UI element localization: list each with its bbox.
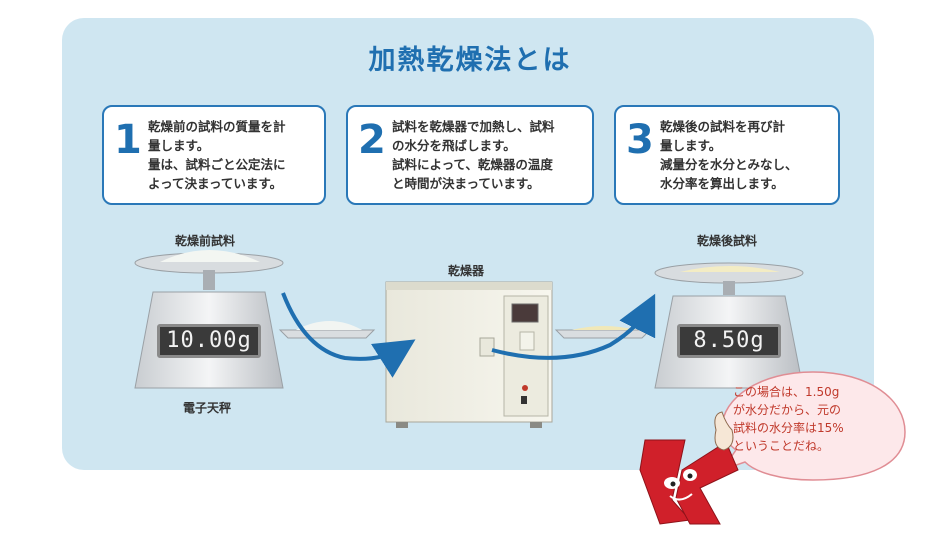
step-line: 水分率を算出します。 xyxy=(660,176,784,191)
step-line: の水分を飛ばします。 xyxy=(392,138,516,153)
step-line: 乾燥前の試料の質量を計 xyxy=(148,119,286,134)
page-title: 加熱乾燥法とは xyxy=(368,45,572,76)
label-scale: 電子天秤 xyxy=(183,401,232,415)
scale-icon xyxy=(134,250,284,389)
step-line: 量します。 xyxy=(148,138,210,153)
label-after-sample: 乾燥後試料 xyxy=(697,234,758,248)
step-line: 乾燥後の試料を再び計 xyxy=(660,119,786,134)
step-line: と時間が決まっています。 xyxy=(392,176,540,191)
step-text: 乾燥後の試料を再び計 量します。 減量分を水分とみなし、 水分率を算出します。 xyxy=(660,117,830,193)
step-line: 量は、試料ごと公定法に xyxy=(148,157,286,172)
step-line: 試料によって、乾燥器の温度 xyxy=(392,157,553,172)
label-before-sample: 乾燥前試料 xyxy=(175,234,236,248)
step-card-3: 3 乾燥後の試料を再び計 量します。 減量分を水分とみなし、 水分率を算出します… xyxy=(614,105,840,205)
step-text: 試料を乾燥器で加熱し、試料 の水分を飛ばします。 試料によって、乾燥器の温度 と… xyxy=(392,117,584,193)
step-number: 2 xyxy=(358,117,386,163)
sample-tray-after xyxy=(554,326,652,339)
sample-tray-before xyxy=(278,321,376,339)
step-card-2: 2 試料を乾燥器で加熱し、試料 の水分を飛ばします。 試料によって、乾燥器の温度… xyxy=(346,105,594,205)
dryer-icon xyxy=(385,281,553,428)
step-line: 試料を乾燥器で加熱し、試料 xyxy=(392,119,555,134)
step-number: 1 xyxy=(114,117,142,163)
step-number: 3 xyxy=(626,117,654,163)
speech-bubble xyxy=(720,371,906,481)
label-dryer: 乾燥器 xyxy=(448,264,485,278)
step-line: 量します。 xyxy=(660,138,722,153)
step-line: よって決まっています。 xyxy=(148,176,283,191)
step-card-1: 1 乾燥前の試料の質量を計 量します。 量は、試料ごと公定法に よって決まってい… xyxy=(102,105,326,205)
arrow-icon xyxy=(281,292,416,378)
mascot-icon xyxy=(639,411,739,525)
speech-line: ということだね。 xyxy=(733,439,830,453)
scale-readout-before: 10.00g xyxy=(157,324,261,358)
arrow-icon xyxy=(491,293,656,360)
speech-text: この場合は、1.50g が水分だから、元の 試料の水分率は15% ということだね… xyxy=(733,383,891,477)
step-line: 減量分を水分とみなし、 xyxy=(660,157,798,172)
speech-line: 試料の水分率は15% xyxy=(733,421,844,435)
speech-line: が水分だから、元の xyxy=(733,403,842,417)
speech-line: この場合は、1.50g xyxy=(733,385,840,399)
scale-readout-after: 8.50g xyxy=(677,324,781,358)
step-text: 乾燥前の試料の質量を計 量します。 量は、試料ごと公定法に よって決まっています… xyxy=(148,117,316,193)
